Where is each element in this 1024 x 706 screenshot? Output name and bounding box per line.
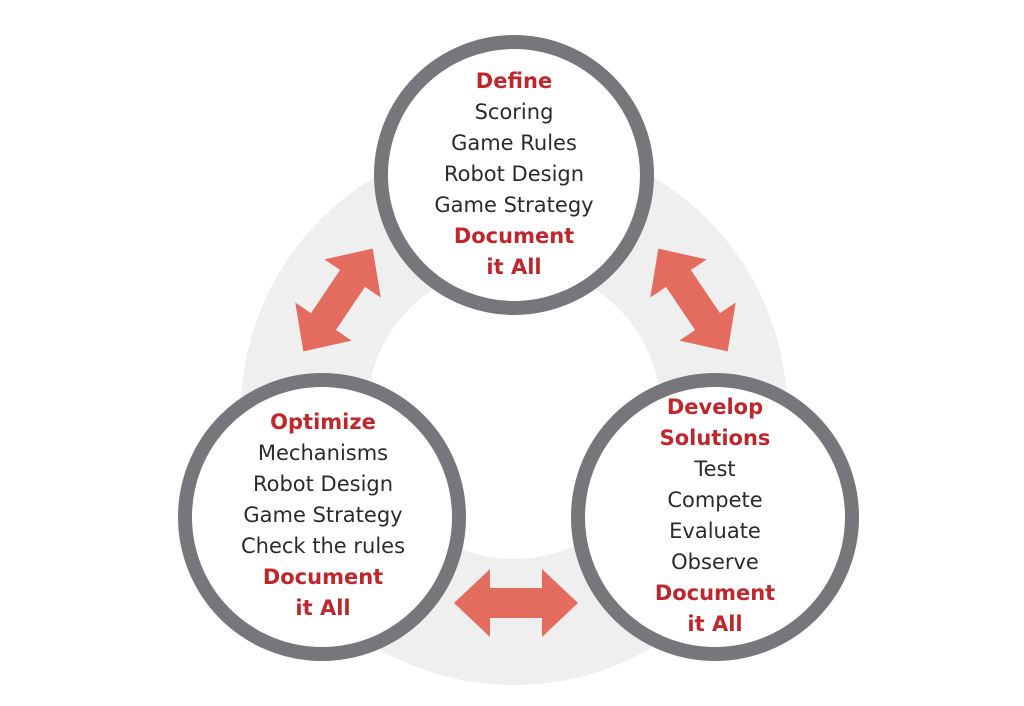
optimize-node-text: Optimize Mechanisms Robot Design Game St…: [194, 408, 452, 622]
optimize-heading: Optimize: [270, 409, 376, 434]
optimize-item: Mechanisms: [257, 440, 389, 465]
develop-item: Compete: [667, 488, 763, 512]
define-item: Game Strategy: [434, 192, 594, 217]
develop-circle: [571, 373, 859, 661]
define-footer-line: Document: [453, 223, 575, 248]
develop-node-text: Develop Solutions Test Compete Evaluate …: [586, 395, 844, 636]
develop-heading-line: Solutions: [659, 426, 771, 450]
optimize-circle: [178, 373, 466, 661]
double-arrow-icon-define-develop: [650, 248, 736, 352]
optimize-footer-line: Document: [262, 564, 384, 589]
define-footer-line: it All: [486, 254, 542, 279]
develop-item: Evaluate: [669, 519, 761, 543]
define-item: Game Rules: [451, 130, 577, 155]
define-item: Scoring: [474, 99, 554, 124]
develop-footer-line: Document: [654, 581, 776, 605]
develop-footer-line: it All: [687, 612, 743, 636]
define-circle: [374, 35, 654, 315]
double-arrow-icon-define-optimize: [295, 248, 381, 352]
develop-heading-line: Develop: [666, 395, 764, 419]
optimize-item: Check the rules: [240, 533, 406, 558]
define-node-text: Define Scoring Game Rules Robot Design G…: [388, 68, 640, 280]
double-arrow-icon-optimize-develop: [454, 569, 578, 637]
develop-item: Test: [694, 457, 736, 481]
define-heading: Define: [475, 68, 553, 93]
define-item: Robot Design: [443, 161, 585, 186]
develop-item: Observe: [671, 550, 759, 574]
optimize-item: Robot Design: [252, 471, 394, 496]
optimize-footer-line: it All: [295, 595, 351, 620]
optimize-item: Game Strategy: [243, 502, 403, 527]
